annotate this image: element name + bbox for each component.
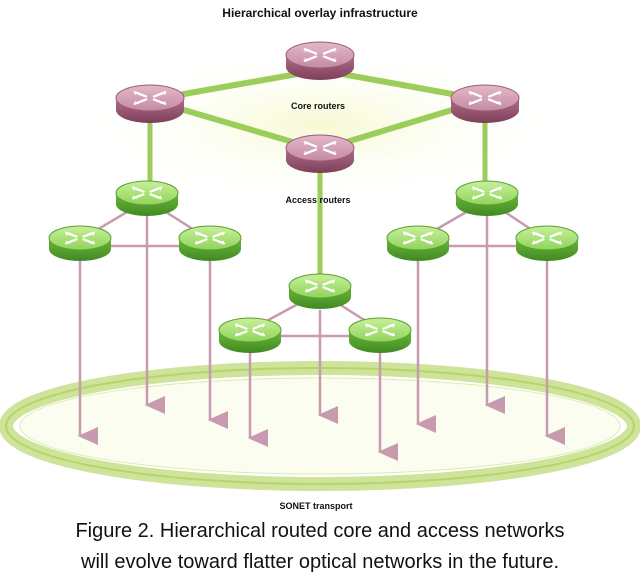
access-router-center-a-router-icon: [218, 317, 282, 353]
core-access-links: [147, 120, 488, 280]
core-router-right-router-icon: [450, 84, 520, 123]
access-router-center-b-router-icon: [348, 317, 412, 353]
caption-line-2: will evolve toward flatter optical netwo…: [81, 551, 559, 573]
access-router-left-top-router-icon: [115, 180, 179, 216]
access-router-right-a-router-icon: [386, 225, 450, 261]
core-router-front-router-icon: [285, 134, 355, 173]
core-routers-label: Core routers: [291, 101, 345, 111]
access-router-center-top-router-icon: [288, 273, 352, 309]
access-router-left-b-router-icon: [178, 225, 242, 261]
routers: [48, 41, 579, 353]
access-router-right-b-router-icon: [515, 225, 579, 261]
caption-line-1: Figure 2. Hierarchical routed core and a…: [75, 520, 565, 542]
diagram-title: Hierarchical overlay infrastructure: [222, 6, 418, 20]
access-routers-label: Access routers: [285, 195, 350, 205]
core-router-top-router-icon: [285, 41, 355, 80]
figure-caption: Figure 2. Hierarchical routed core and a…: [0, 516, 640, 578]
core-glow: [70, 45, 570, 205]
network-diagram: Hierarchical overlay infrastructure Core…: [0, 6, 640, 511]
core-router-left-router-icon: [115, 84, 185, 123]
access-router-right-top-router-icon: [455, 180, 519, 216]
access-cluster-links: [79, 198, 548, 338]
access-router-left-a-router-icon: [48, 225, 112, 261]
sonet-transport-label: SONET transport: [279, 501, 352, 511]
